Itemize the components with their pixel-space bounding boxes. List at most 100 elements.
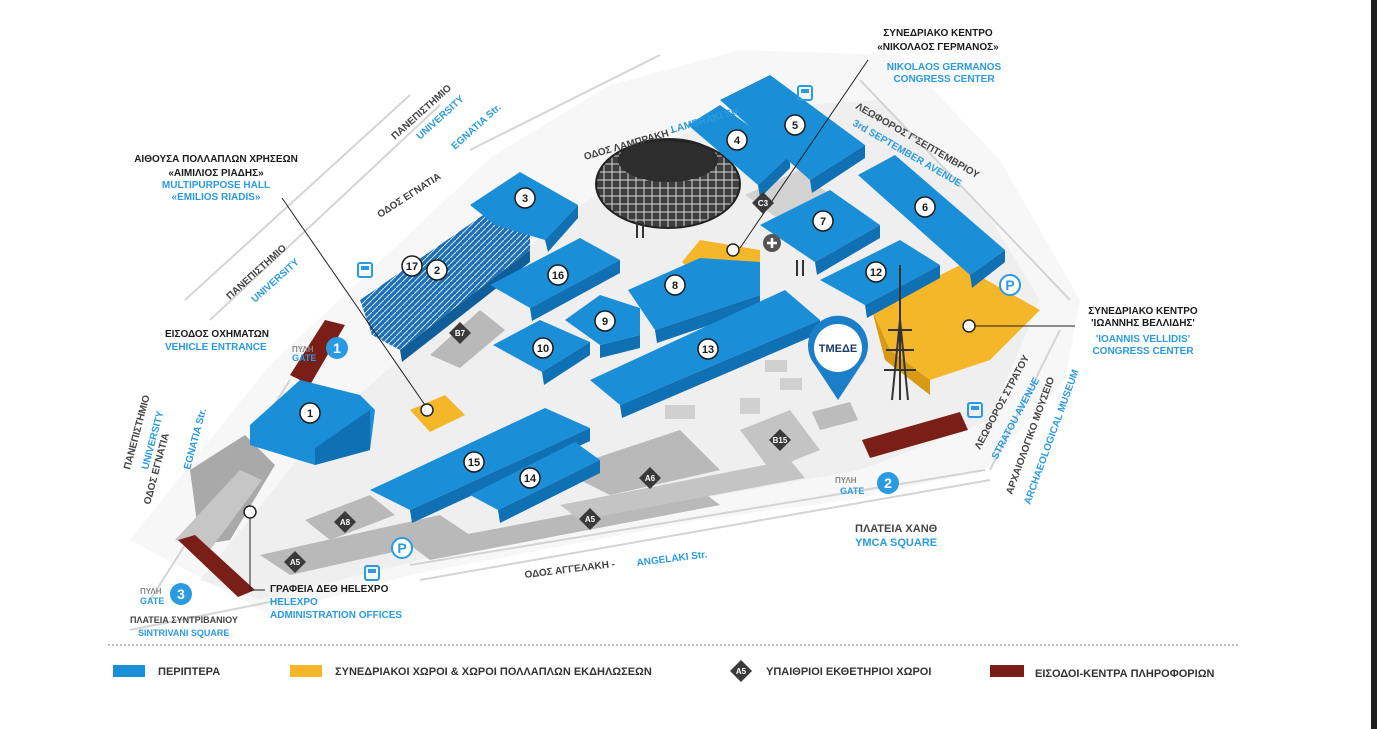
pavilion-16-marker[interactable]: 16	[547, 264, 569, 286]
pavilion-2-marker[interactable]: 2	[426, 259, 448, 281]
outdoor-area-code: A5	[736, 667, 747, 676]
pavilion-8-marker[interactable]: 8	[664, 274, 686, 296]
callout-subtitle: CONGRESS CENTER	[893, 74, 995, 85]
pavilion-number: 5	[792, 120, 798, 132]
pavilion-1-marker[interactable]: 1	[299, 402, 321, 424]
restaurant-icon[interactable]	[796, 260, 804, 276]
gate-3-badge[interactable]: 3	[170, 583, 192, 605]
entrance-buildings	[178, 320, 968, 597]
callout-subtitle: MULTIPURPOSE HALL	[162, 180, 270, 191]
callout-title: ΣΥΝΕΔΡΙΑΚΟ ΚΕΝΤΡΟ	[1088, 306, 1198, 317]
pavilion-number: 10	[537, 343, 549, 355]
callout-dot	[962, 319, 976, 333]
pavilion-number: 2	[434, 265, 440, 277]
gate-label: GATE	[140, 596, 164, 606]
pavilion-17-marker[interactable]: 17	[401, 255, 423, 277]
bus-icon[interactable]	[357, 262, 373, 278]
first-aid-icon[interactable]	[763, 234, 781, 252]
outdoor-area-a6-marker: A6	[639, 467, 661, 489]
parking-icon[interactable]: P	[999, 274, 1021, 296]
outdoor-areas	[175, 170, 830, 575]
gate-label: ΠΥΛΗ	[292, 345, 314, 354]
gate-1-badge[interactable]: 1	[326, 337, 348, 359]
gate-2-badge[interactable]: 2	[877, 472, 899, 494]
parking-icon[interactable]: P	[391, 537, 413, 559]
outdoor-area-code: A5	[585, 515, 596, 524]
callout-subtitle: VEHICLE ENTRANCE	[165, 342, 267, 353]
callout-leader-line	[249, 515, 265, 591]
callout-title: 'ΙΩΑΝΝΗΣ ΒΕΛΛΙΔΗΣ'	[1091, 318, 1195, 329]
gate-label: ΠΥΛΗ	[835, 476, 857, 485]
svg-text:P: P	[397, 540, 406, 556]
outdoor-area-code: C3	[758, 199, 769, 208]
outdoor-area-code: A8	[340, 518, 351, 527]
pavilion-15-marker[interactable]: 15	[463, 451, 485, 473]
street-label: ANGELAKI Str.	[636, 549, 708, 569]
stadium-dome	[595, 138, 741, 229]
pavilion-13-marker[interactable]: 13	[697, 338, 719, 360]
pavilion-5-marker[interactable]: 5	[784, 114, 806, 136]
legend-label: ΥΠΑΙΘΡΙΟΙ ΕΚΘΕΤΗΡΙΟΙ ΧΩΡΟΙ	[766, 666, 931, 678]
street-label: YMCA SQUARE	[855, 537, 937, 549]
outdoor-area-code: A6	[645, 474, 656, 483]
callout-dot	[420, 403, 434, 417]
gate-number: 1	[333, 340, 341, 356]
gate-label: GATE	[840, 486, 864, 496]
legend-congress-swatch	[290, 665, 322, 677]
tv-tower	[884, 265, 916, 401]
pavilion-14-marker[interactable]: 14	[519, 467, 541, 489]
pavilion-10-marker[interactable]: 10	[532, 337, 554, 359]
pavilion-number: 8	[672, 280, 678, 292]
pavilion-number: 4	[734, 135, 741, 147]
pavilion-6-marker[interactable]: 6	[914, 196, 936, 218]
callout-subtitle: NIKOLAOS GERMANOS	[887, 62, 1002, 73]
pavilion-9-marker[interactable]: 9	[594, 310, 616, 332]
callout-leader-line	[739, 59, 869, 249]
street-label: ΟΔΟΣ ΑΓΓΕΛΑΚΗ -	[524, 559, 616, 581]
right-scrollbar[interactable]	[1371, 0, 1377, 729]
callout-title: ΣΥΝΕΔΡΙΑΚΟ ΚΕΝΤΡΟ	[883, 28, 993, 39]
location-pin-icon[interactable]	[808, 315, 868, 400]
tmede-building	[812, 402, 858, 430]
pavilion-4-marker[interactable]: 4	[726, 129, 748, 151]
bus-icon[interactable]	[797, 85, 813, 101]
gate-label: GATE	[292, 353, 316, 363]
pavilion-number: 14	[524, 473, 537, 485]
legend-label: ΠΕΡΙΠΤΕΡΑ	[158, 666, 220, 678]
callout-dot	[243, 505, 257, 519]
legend-label: ΕΙΣΟΔΟΙ-ΚΕΝΤΡΑ ΠΛΗΡΟΦΟΡΙΩΝ	[1035, 668, 1215, 680]
outdoor-area-a8-marker: A8	[334, 511, 356, 533]
tmede-label: ΤΜΕΔΕ	[819, 343, 857, 355]
callout-subtitle: HELEXPO	[270, 597, 318, 608]
callout-subtitle: «EMILIOS RIADIS»	[172, 192, 261, 203]
bus-icon[interactable]	[967, 402, 983, 418]
outdoor-area-code: A5	[290, 558, 301, 567]
pavilion-3-marker[interactable]: 3	[514, 187, 536, 209]
outdoor-area-code: B15	[773, 436, 788, 445]
street-label: ΠΛΑΤΕΙΑ ΧΑΝΘ	[855, 523, 938, 535]
gate-label: ΠΥΛΗ	[140, 587, 162, 596]
callout-title: «ΝΙΚΟΛΑΟΣ ΓΕΡΜΑΝΟΣ»	[877, 42, 999, 53]
pavilion-number: 1	[307, 408, 313, 420]
gate-number: 2	[884, 475, 892, 491]
callout-title: ΑΙΘΟΥΣΑ ΠΟΛΛΑΠΛΩΝ ΧΡΗΣΕΩΝ	[134, 154, 298, 165]
bus-icon[interactable]	[364, 565, 380, 581]
legend-entrance-swatch	[990, 665, 1024, 677]
callout-leader-line	[281, 197, 426, 406]
pavilion-number: 16	[552, 270, 564, 282]
outdoor-area-a5-marker: A5	[579, 508, 601, 530]
callout-title: «ΑΙΜΙΛΙΟΣ ΡΙΑΔΗΣ»	[168, 168, 264, 179]
pavilion-12-marker[interactable]: 12	[865, 261, 887, 283]
callout-subtitle: CONGRESS CENTER	[1092, 346, 1194, 357]
svg-text:P: P	[1005, 277, 1014, 293]
legend-pavilion-swatch	[113, 665, 145, 677]
pavilion-number: 9	[602, 316, 608, 328]
pavilion-number: 13	[702, 344, 714, 356]
restaurant-icon[interactable]	[636, 222, 644, 238]
callout-subtitle: ADMINISTRATION OFFICES	[270, 610, 402, 621]
street-label: SINTRIVANI SQUARE	[138, 628, 229, 638]
pavilion-7-marker[interactable]: 7	[812, 210, 834, 232]
gate-number: 3	[177, 586, 185, 602]
pavilion-number: 17	[406, 261, 418, 273]
